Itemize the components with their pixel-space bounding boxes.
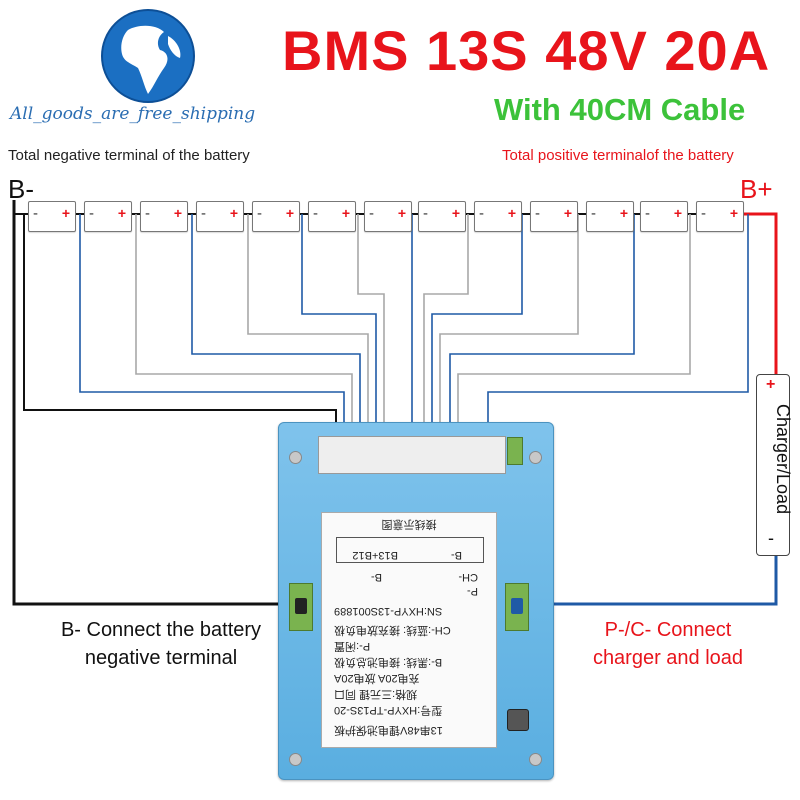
b0-sense-wire	[23, 214, 337, 452]
balance-wire-1	[79, 214, 345, 452]
balance-wire-6	[357, 214, 385, 452]
page-subtitle: With 40CM Cable	[494, 92, 746, 127]
battery-cell: -+	[364, 201, 412, 232]
board-sticker: 接线示意图 B13+B12 B- CH- B- P- SN:HXYP-13S00…	[321, 512, 497, 748]
b-minus-pad	[289, 583, 313, 631]
sticker-diagram-box	[336, 537, 484, 563]
pc-minus-note: P-/C- Connect charger and load	[568, 616, 768, 672]
sticker-p-line: P-:闲置	[334, 640, 371, 652]
balance-wire-3	[191, 214, 361, 452]
balance-wire-4	[247, 214, 369, 452]
balance-wire-11	[449, 214, 635, 452]
sticker-charge: 充电20A 放电20A	[334, 672, 420, 684]
screw-icon	[529, 753, 542, 766]
battery-cell: -+	[418, 201, 466, 232]
sticker-pin-ch: CH-	[458, 571, 478, 583]
b-minus-label: B-	[8, 174, 34, 204]
ntc-port-icon	[507, 709, 529, 731]
battery-cell: -+	[308, 201, 356, 232]
sticker-b-line: B-:黑线: 接电池总负极	[334, 656, 443, 668]
screw-icon	[289, 451, 302, 464]
balance-wire-5	[301, 214, 377, 452]
b-minus-note-line2: negative terminal	[84, 647, 238, 669]
screw-icon	[289, 753, 302, 766]
balance-wire-2	[135, 214, 353, 452]
negative-terminal-caption: Total negative terminal of the battery	[8, 147, 250, 164]
page-title: BMS 13S 48V 20A	[282, 19, 771, 82]
balance-wire-10	[439, 214, 579, 452]
balance-connector	[318, 436, 506, 474]
b-minus-note: B- Connect the battery negative terminal	[30, 616, 292, 672]
sticker-spec: 规格:三元锂 同口	[334, 688, 418, 700]
battery-cell: -+	[196, 201, 244, 232]
b-plus-wire	[744, 212, 778, 374]
positive-terminal-caption: Total positive terminalof the battery	[502, 147, 734, 164]
sticker-name: 13串48V锂电池保护板	[334, 724, 443, 736]
battery-cell: -+	[696, 201, 744, 232]
sticker-model: 型号:HXYP-TP13S-20	[334, 704, 443, 716]
charger-load-label: Charger/Load	[773, 404, 793, 515]
b-plus-label: B+	[740, 174, 773, 204]
battery-cell: -+	[586, 201, 634, 232]
pc-minus-pad	[505, 583, 529, 631]
balance-wire-13	[487, 214, 749, 452]
sticker-pin-p: P-	[467, 585, 478, 597]
sticker-diagram-title: 接线示意图	[381, 518, 437, 530]
battery-cell: -+	[474, 201, 522, 232]
balance-wire-8	[423, 214, 469, 452]
pc-minus-note-line2: charger and load	[592, 647, 744, 669]
charger-plus-sign: +	[766, 376, 776, 393]
balance-wire-9	[431, 214, 523, 452]
battery-cell: -+	[530, 201, 578, 232]
battery-cell: -+	[640, 201, 688, 232]
b-minus-note-line1: B- Connect the battery	[60, 619, 262, 641]
sticker-pin-b13: B13+B12	[352, 549, 398, 561]
battery-cell: -+	[140, 201, 188, 232]
sticker-sn: SN:HXYP-13S001889	[334, 605, 443, 617]
sticker-pin-bm: B-	[371, 571, 382, 583]
charger-minus-sign: -	[768, 528, 774, 548]
battery-cell: -+	[252, 201, 300, 232]
sticker-pin-b: B-	[451, 549, 462, 561]
b-minus-wire	[12, 200, 296, 606]
globe-logo	[101, 9, 195, 103]
screw-icon	[529, 451, 542, 464]
charger-load-box	[756, 374, 790, 556]
pc-minus-note-line1: P-/C- Connect	[604, 619, 732, 641]
battery-cell: -+	[84, 201, 132, 232]
battery-cell: -+	[28, 201, 76, 232]
pc-minus-wire	[520, 554, 778, 606]
store-name: All_goods_are_free_shipping	[10, 104, 256, 124]
balance-wire-12	[457, 214, 691, 452]
sticker-ch-line: CH-:蓝线: 接充放电负极	[334, 624, 451, 636]
side-pad	[507, 437, 523, 465]
